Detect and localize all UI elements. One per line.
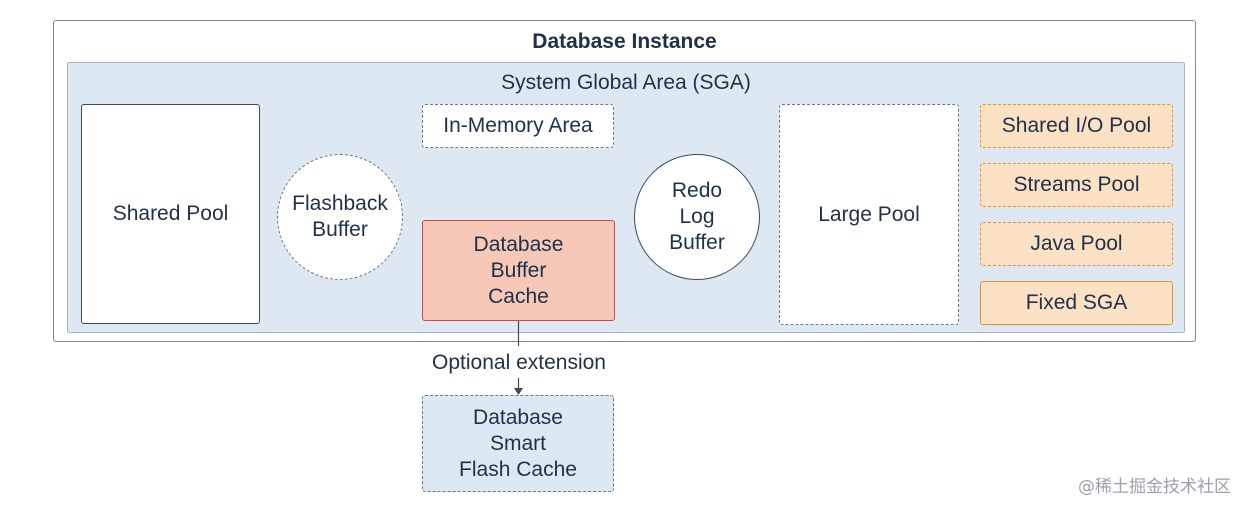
streams-pool-box: Streams Pool bbox=[980, 163, 1173, 207]
flashback-buffer-circle: Flashback Buffer bbox=[277, 154, 403, 280]
database-buffer-cache-box: Database Buffer Cache bbox=[422, 220, 615, 321]
redo-log-buffer-circle: Redo Log Buffer bbox=[634, 154, 760, 280]
fixed-sga-box: Fixed SGA bbox=[980, 281, 1173, 325]
watermark-text: @稀土掘金技术社区 bbox=[1078, 477, 1231, 497]
java-pool-box: Java Pool bbox=[980, 222, 1173, 266]
smart-flash-cache-box: Database Smart Flash Cache bbox=[422, 395, 614, 492]
shared-io-pool-box: Shared I/O Pool bbox=[980, 104, 1173, 148]
in-memory-area-box: In-Memory Area bbox=[422, 104, 614, 148]
shared-pool-box: Shared Pool bbox=[81, 104, 260, 324]
sga-title: System Global Area (SGA) bbox=[501, 71, 751, 94]
optional-extension-label: Optional extension bbox=[432, 351, 606, 374]
large-pool-box: Large Pool bbox=[779, 104, 959, 325]
instance-title: Database Instance bbox=[532, 30, 717, 53]
